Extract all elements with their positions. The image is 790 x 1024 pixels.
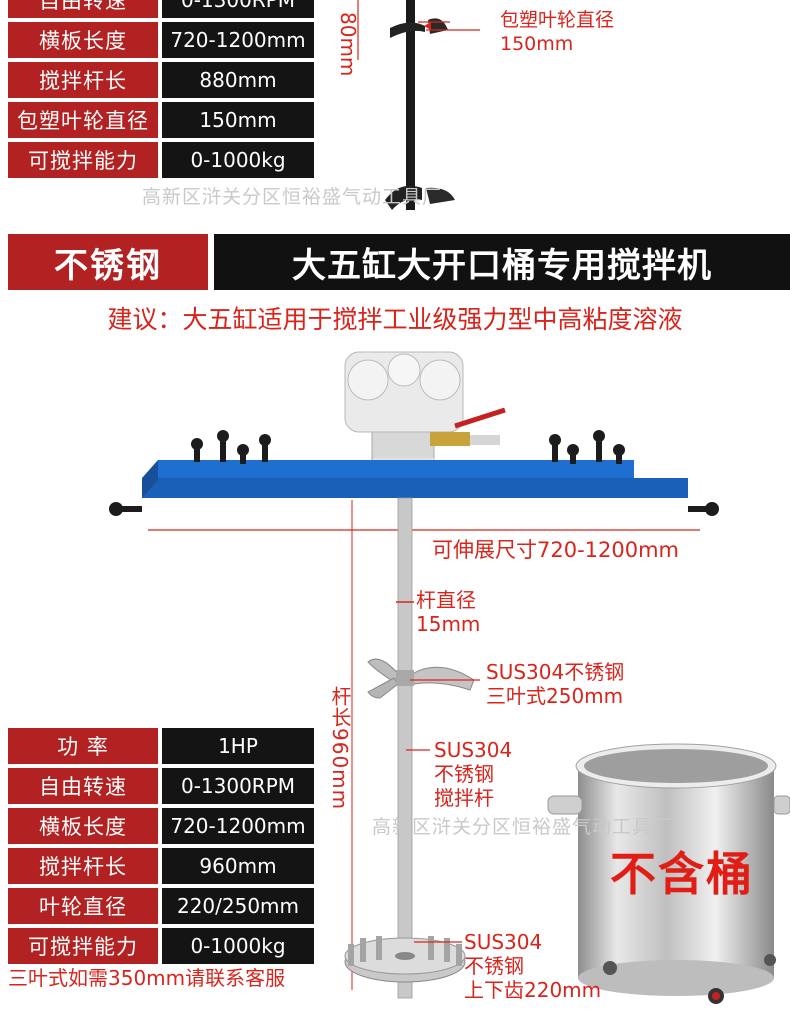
rod-length-label: 杆长960mm [328, 686, 352, 811]
top-rod-length-label: 80mm [336, 12, 360, 77]
spec-label: 横板长度 [8, 808, 158, 844]
top-impeller-label: 包塑叶轮直径 150mm [500, 8, 614, 56]
disk-label-line: 上下齿220mm [464, 978, 602, 1002]
rod-material-label-line: 搅拌杆 [434, 786, 494, 810]
top-mixer-drawing [357, 0, 480, 210]
spec-label: 横板长度 [8, 22, 158, 58]
spec-row: 横板长度 720-1200mm [8, 808, 314, 844]
sawtooth-disk-impeller [344, 936, 466, 983]
spec-value: 1HP [162, 728, 314, 764]
disk-label-line: SUS304 [464, 930, 543, 954]
spec-value: 0-1000kg [162, 142, 314, 178]
watermark: 高新区浒关分区恒裕盛气动工具厂 [142, 186, 443, 208]
spec-value: 150mm [162, 102, 314, 138]
disk-label-line: 不锈钢 [464, 954, 524, 978]
spec-label: 可搅拌能力 [8, 928, 158, 964]
spec-row: 搅拌杆长 960mm [8, 848, 314, 884]
spec-value: 720-1200mm [162, 22, 314, 58]
propeller-label-line: 三叶式250mm [486, 684, 624, 708]
spec-value: 880mm [162, 62, 314, 98]
spec-row: 可搅拌能力 0-1000kg [8, 142, 314, 178]
spec-label: 搅拌杆长 [8, 848, 158, 884]
spec-row: 可搅拌能力 0-1000kg [8, 928, 314, 964]
spec-row: 叶轮直径 220/250mm [8, 888, 314, 924]
propeller-label: SUS304不锈钢 三叶式250mm [486, 660, 624, 708]
spec-label: 自由转速 [8, 768, 158, 804]
rod-diameter-label-line: 杆直径 [416, 588, 476, 612]
spec-value: 720-1200mm [162, 808, 314, 844]
spec-value: 0-1000kg [162, 928, 314, 964]
spec-label: 搅拌杆长 [8, 62, 158, 98]
three-blade-propeller [367, 658, 480, 699]
stirring-shaft [397, 497, 413, 999]
spec-row: 横板长度 720-1200mm [8, 22, 314, 58]
spec-label: 叶轮直径 [8, 888, 158, 924]
spec-value: 220/250mm [162, 888, 314, 924]
spec-label: 自由转速 [8, 0, 158, 18]
section-banner: 不锈钢 大五缸大开口桶专用搅拌机 [0, 230, 790, 294]
spec-row: 包塑叶轮直径 150mm [8, 102, 314, 138]
steel-bucket [547, 743, 790, 1004]
footnote: 三叶式如需350mm请联系客服 [8, 966, 286, 990]
top-impeller-label-line: 150mm [500, 33, 574, 55]
rod-material-label: SUS304 不锈钢 搅拌杆 [434, 738, 512, 810]
rod-material-label-line: 不锈钢 [434, 762, 494, 786]
banner-material: 不锈钢 [8, 234, 208, 290]
rod-diameter-label-line: 15mm [416, 612, 481, 636]
spec-value: 960mm [162, 848, 314, 884]
top-spec-table: 自由转速 0-1300RPM 横板长度 720-1200mm 搅拌杆长 880m… [8, 0, 314, 182]
spec-label: 可搅拌能力 [8, 142, 158, 178]
suggestion-text: 建议：大五缸适用于搅拌工业级强力型中高粘度溶液 [107, 305, 683, 334]
spec-row: 自由转速 0-1300RPM [8, 768, 314, 804]
air-motor [344, 351, 464, 473]
top-impeller-label-line: 包塑叶轮直径 [500, 9, 615, 31]
bottom-spec-table: 功 率 1HP 自由转速 0-1300RPM 横板长度 720-1200mm 搅… [8, 728, 314, 968]
spec-row: 搅拌杆长 880mm [8, 62, 314, 98]
frame-knobs [109, 430, 719, 516]
spec-label: 功 率 [8, 728, 158, 764]
disk-label: SUS304 不锈钢 上下齿220mm [464, 930, 601, 1002]
no-bucket-label: 不含桶 [610, 847, 754, 901]
spec-row: 功 率 1HP [8, 728, 314, 764]
mixer-drawing [109, 351, 790, 1004]
spec-value: 0-1300RPM [162, 0, 314, 18]
spec-row: 自由转速 0-1300RPM [8, 0, 314, 18]
air-valve [430, 407, 506, 446]
blue-crossbar [142, 460, 688, 498]
rod-material-label-line: SUS304 [434, 738, 513, 762]
spec-value: 0-1300RPM [162, 768, 314, 804]
spec-label: 包塑叶轮直径 [8, 102, 158, 138]
watermark: 高新区浒关分区恒裕盛气动工具厂 [372, 816, 673, 838]
rod-diameter-label: 杆直径 15mm [416, 588, 480, 636]
banner-title: 大五缸大开口桶专用搅拌机 [214, 234, 790, 290]
span-label: 可伸展尺寸720-1200mm [432, 538, 680, 562]
propeller-label-line: SUS304不锈钢 [486, 660, 625, 684]
